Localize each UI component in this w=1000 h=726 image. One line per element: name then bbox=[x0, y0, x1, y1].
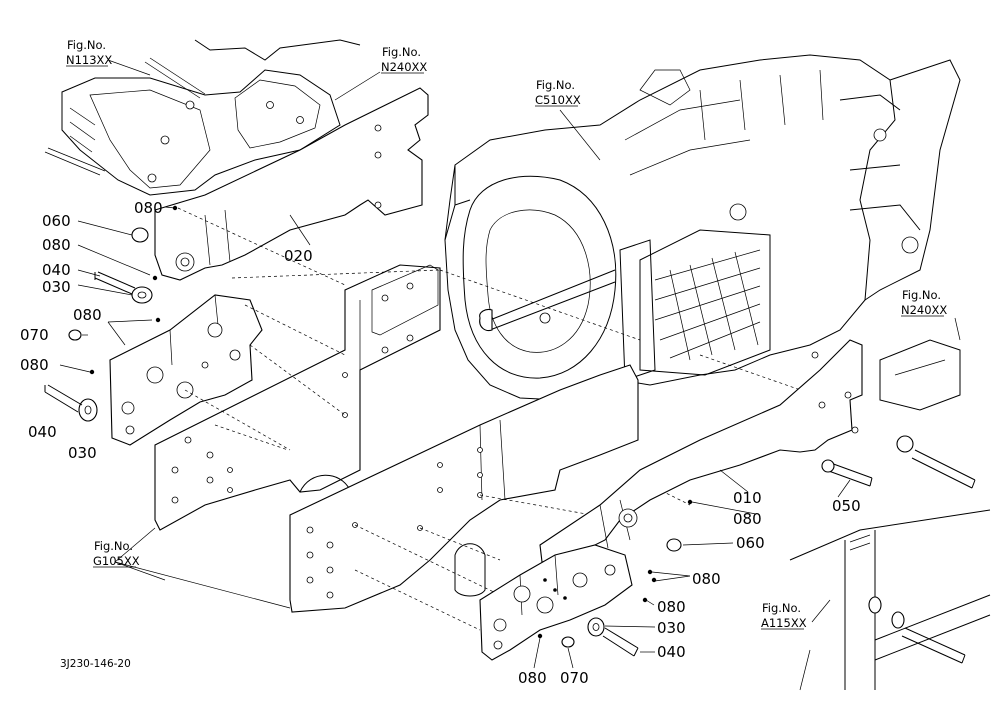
fig-ref-n240-top: Fig.No. N240XX bbox=[381, 45, 427, 74]
fig-ref-code: N240XX bbox=[901, 303, 947, 317]
left-side-frame-plate bbox=[154, 264, 441, 531]
fig-ref-code: N240XX bbox=[381, 60, 427, 74]
callout-040: 040 bbox=[657, 643, 686, 661]
left-mount-block bbox=[44, 205, 263, 446]
alignment-lines-center bbox=[354, 269, 816, 631]
fig-ref-label: Fig.No. bbox=[94, 539, 133, 553]
callout-080: 080 bbox=[733, 510, 762, 528]
callout-080: 080 bbox=[134, 199, 163, 217]
part-number-callouts: 080 060 080 040 030 080 070 080 040 030 … bbox=[20, 199, 861, 687]
callout-080: 080 bbox=[657, 598, 686, 616]
fig-ref-n240-right: Fig.No. N240XX bbox=[901, 288, 947, 317]
callout-070: 070 bbox=[560, 669, 589, 687]
callout-060: 060 bbox=[42, 212, 71, 230]
fig-ref-g105: Fig.No. G105XX bbox=[93, 539, 140, 568]
right-side-parts bbox=[789, 339, 991, 690]
transmission-housing bbox=[444, 54, 961, 401]
fig-ref-a115: Fig.No. A115XX bbox=[761, 601, 807, 630]
callout-060: 060 bbox=[736, 534, 765, 552]
center-frame-plate bbox=[289, 364, 639, 613]
callout-010: 010 bbox=[733, 489, 762, 507]
callout-020: 020 bbox=[284, 247, 313, 265]
fig-ref-code: A115XX bbox=[761, 616, 807, 630]
grille bbox=[654, 249, 761, 361]
callout-050: 050 bbox=[832, 497, 861, 515]
callout-080: 080 bbox=[42, 236, 71, 254]
fig-ref-code: N113XX bbox=[66, 53, 112, 67]
bracket-010 bbox=[539, 339, 863, 563]
callout-030: 030 bbox=[42, 278, 71, 296]
bracket-020 bbox=[154, 87, 429, 281]
figure-reference-labels: Fig.No. N113XX Fig.No. N240XX Fig.No. C5… bbox=[66, 38, 947, 630]
fig-ref-label: Fig.No. bbox=[762, 601, 801, 615]
alignment-lines-left bbox=[177, 207, 441, 451]
callout-080: 080 bbox=[692, 570, 721, 588]
drawing-code: 3J230-146-20 bbox=[60, 658, 131, 670]
callout-070: 070 bbox=[20, 326, 49, 344]
callout-080: 080 bbox=[518, 669, 547, 687]
leader-lines bbox=[59, 59, 961, 691]
callout-080: 080 bbox=[20, 356, 49, 374]
callout-030: 030 bbox=[657, 619, 686, 637]
fig-ref-label: Fig.No. bbox=[382, 45, 421, 59]
fig-ref-c510: Fig.No. C510XX bbox=[535, 78, 581, 107]
fig-ref-code: G105XX bbox=[93, 554, 140, 568]
callout-080: 080 bbox=[73, 306, 102, 324]
right-mount-block bbox=[479, 499, 693, 661]
callout-030: 030 bbox=[68, 444, 97, 462]
callout-040: 040 bbox=[28, 423, 57, 441]
callout-040: 040 bbox=[42, 261, 71, 279]
fig-ref-code: C510XX bbox=[535, 93, 581, 107]
fig-ref-label: Fig.No. bbox=[67, 38, 106, 52]
upper-left-bracket-assembly bbox=[44, 39, 361, 196]
fig-ref-label: Fig.No. bbox=[536, 78, 575, 92]
fig-ref-n113: Fig.No. N113XX bbox=[66, 38, 112, 67]
fig-ref-label: Fig.No. bbox=[902, 288, 941, 302]
